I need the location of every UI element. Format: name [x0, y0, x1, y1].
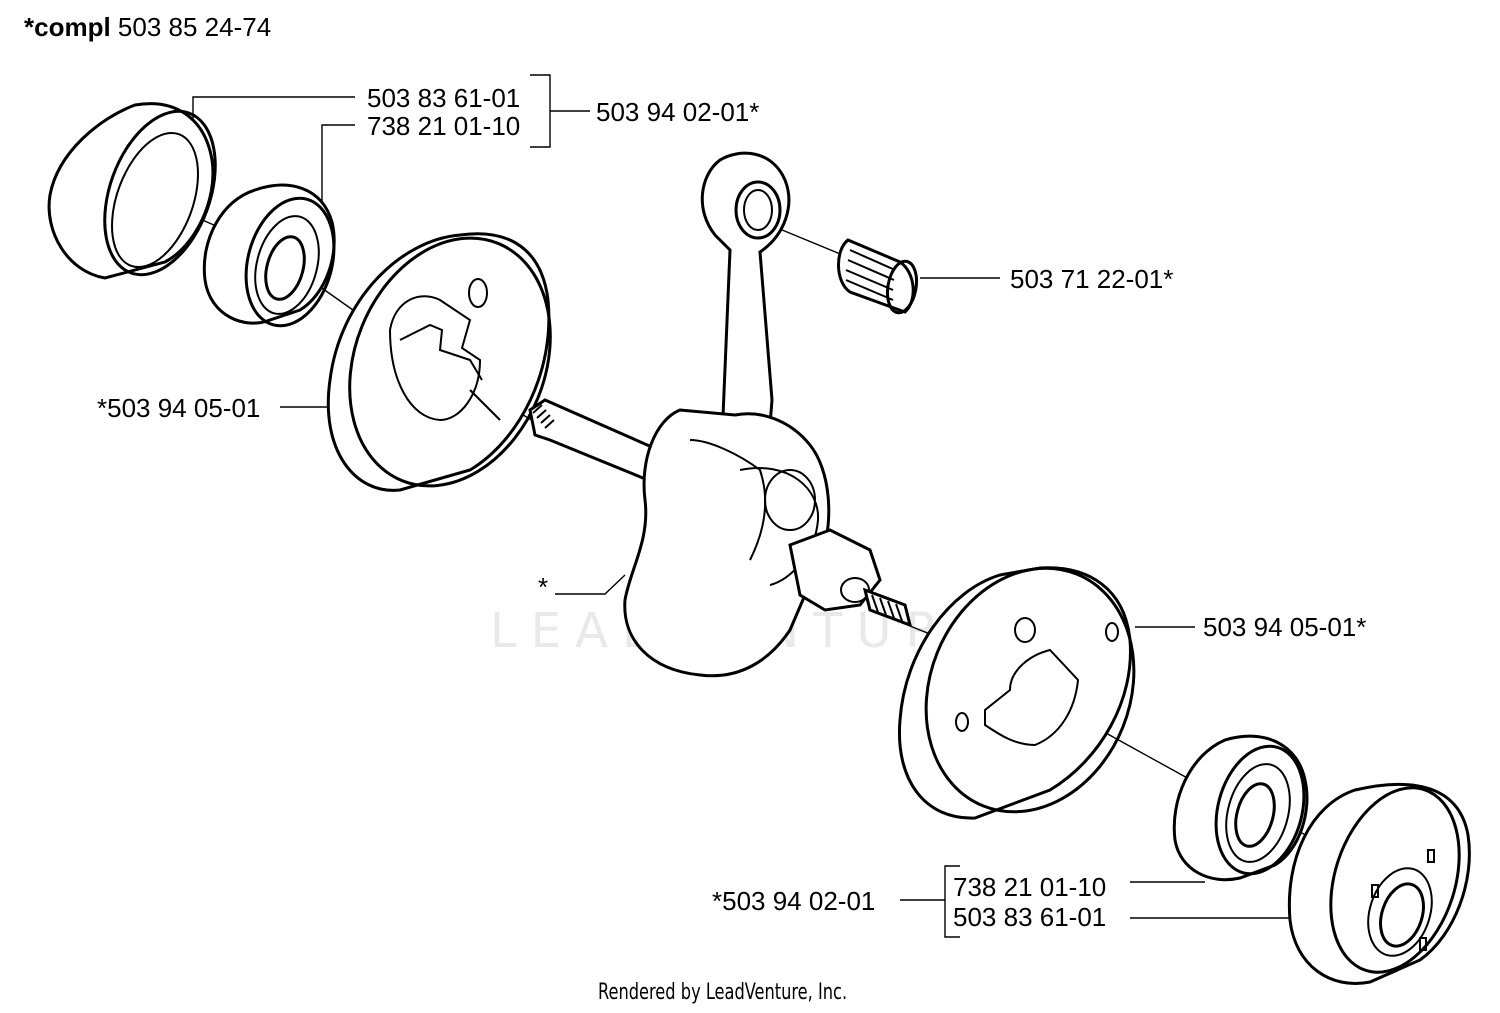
- title-prefix: *compl: [24, 12, 111, 42]
- left-flywheel-half: [326, 232, 552, 492]
- callout-upper-bearing[interactable]: 738 21 01-10: [367, 111, 521, 141]
- crankshaft: [528, 151, 913, 678]
- lower-ball-bearing: [1172, 734, 1309, 882]
- callout-left-flywheel-half[interactable]: *503 94 05-01: [97, 393, 261, 423]
- callout-upper-race[interactable]: 503 83 61-01: [367, 83, 521, 113]
- upper-ball-bearing: [202, 183, 336, 328]
- right-flywheel-half: [897, 566, 1136, 820]
- callout-right-flywheel-half[interactable]: 503 94 05-01*: [1203, 612, 1367, 642]
- title-part-number: 503 85 24-74: [117, 12, 272, 42]
- callout-needle-bearing[interactable]: 503 71 22-01*: [1010, 264, 1174, 294]
- footer-credit: Rendered by LeadVenture, Inc.: [598, 980, 848, 1005]
- callout-lower-race[interactable]: 503 83 61-01: [953, 902, 1107, 932]
- needle-bearing: [837, 238, 919, 315]
- lower-bearing-race: [1287, 782, 1471, 985]
- callout-crankshaft[interactable]: *: [538, 572, 549, 602]
- callout-lower-kit[interactable]: *503 94 02-01: [712, 886, 876, 916]
- assembly-title: *compl 503 85 24-74: [24, 12, 271, 42]
- callout-lower-bearing[interactable]: 738 21 01-10: [953, 872, 1107, 902]
- upper-bearing-race: [47, 102, 217, 280]
- callout-upper-kit[interactable]: 503 94 02-01*: [596, 97, 760, 127]
